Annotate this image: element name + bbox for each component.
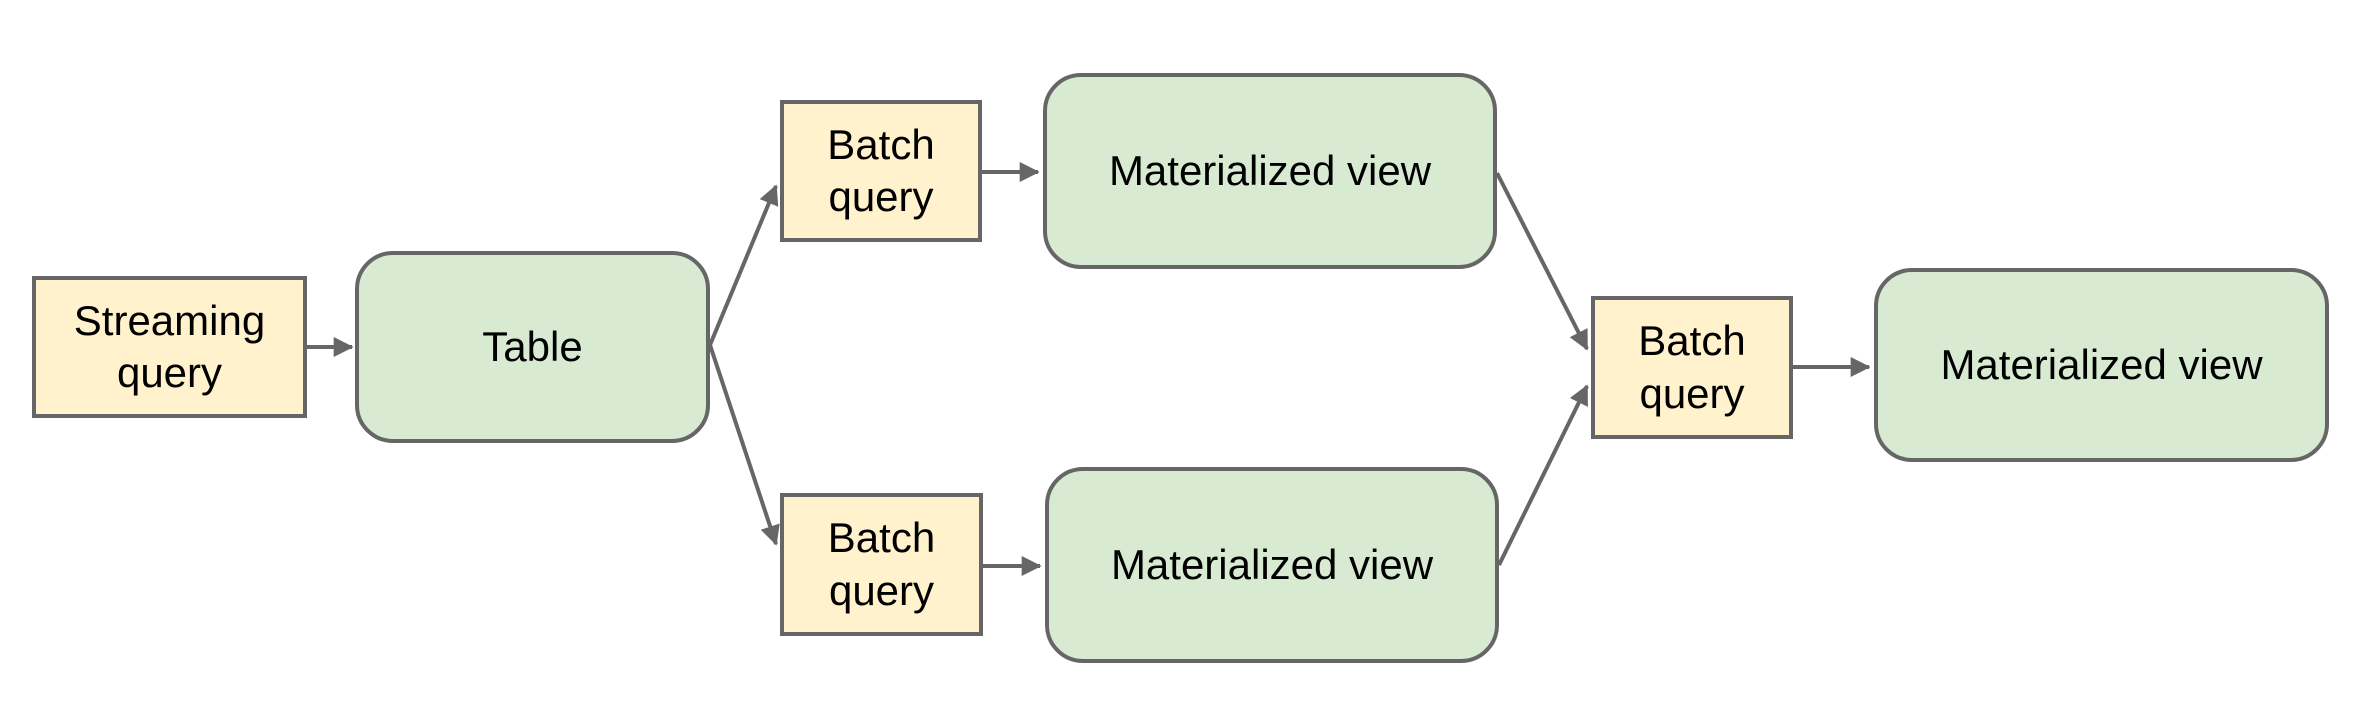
node-batch-query-bottom-label: Batch query [827,514,936,614]
node-streaming-query-label: Streaming query [73,296,266,397]
node-materialized-view-bottom-label: Materialized view [1110,540,1434,588]
arrow-mv-top-to-batch-query-right [1495,172,1589,351]
node-streaming-query: Streaming query [32,276,307,418]
node-batch-query-bottom: Batch query [780,493,983,636]
arrow-table-to-batch-query-bottom [708,344,780,546]
arrow-table-to-batch-query-top [708,184,779,346]
node-materialized-view-bottom: Materialized view [1045,467,1499,663]
node-materialized-view-top: Materialized view [1043,73,1497,269]
node-batch-query-right-label: Batch query [1638,317,1746,417]
node-table-label: Table [482,322,583,370]
node-batch-query-top: Batch query [780,100,982,242]
node-materialized-view-right: Materialized view [1874,268,2329,462]
node-materialized-view-top-label: Materialized view [1108,146,1432,194]
node-batch-query-top-label: Batch query [827,120,935,221]
arrow-mv-bottom-to-batch-query-right [1497,384,1589,566]
node-table: Table [355,251,710,443]
node-batch-query-right: Batch query [1591,296,1793,439]
node-materialized-view-right-label: Materialized view [1940,340,2263,388]
